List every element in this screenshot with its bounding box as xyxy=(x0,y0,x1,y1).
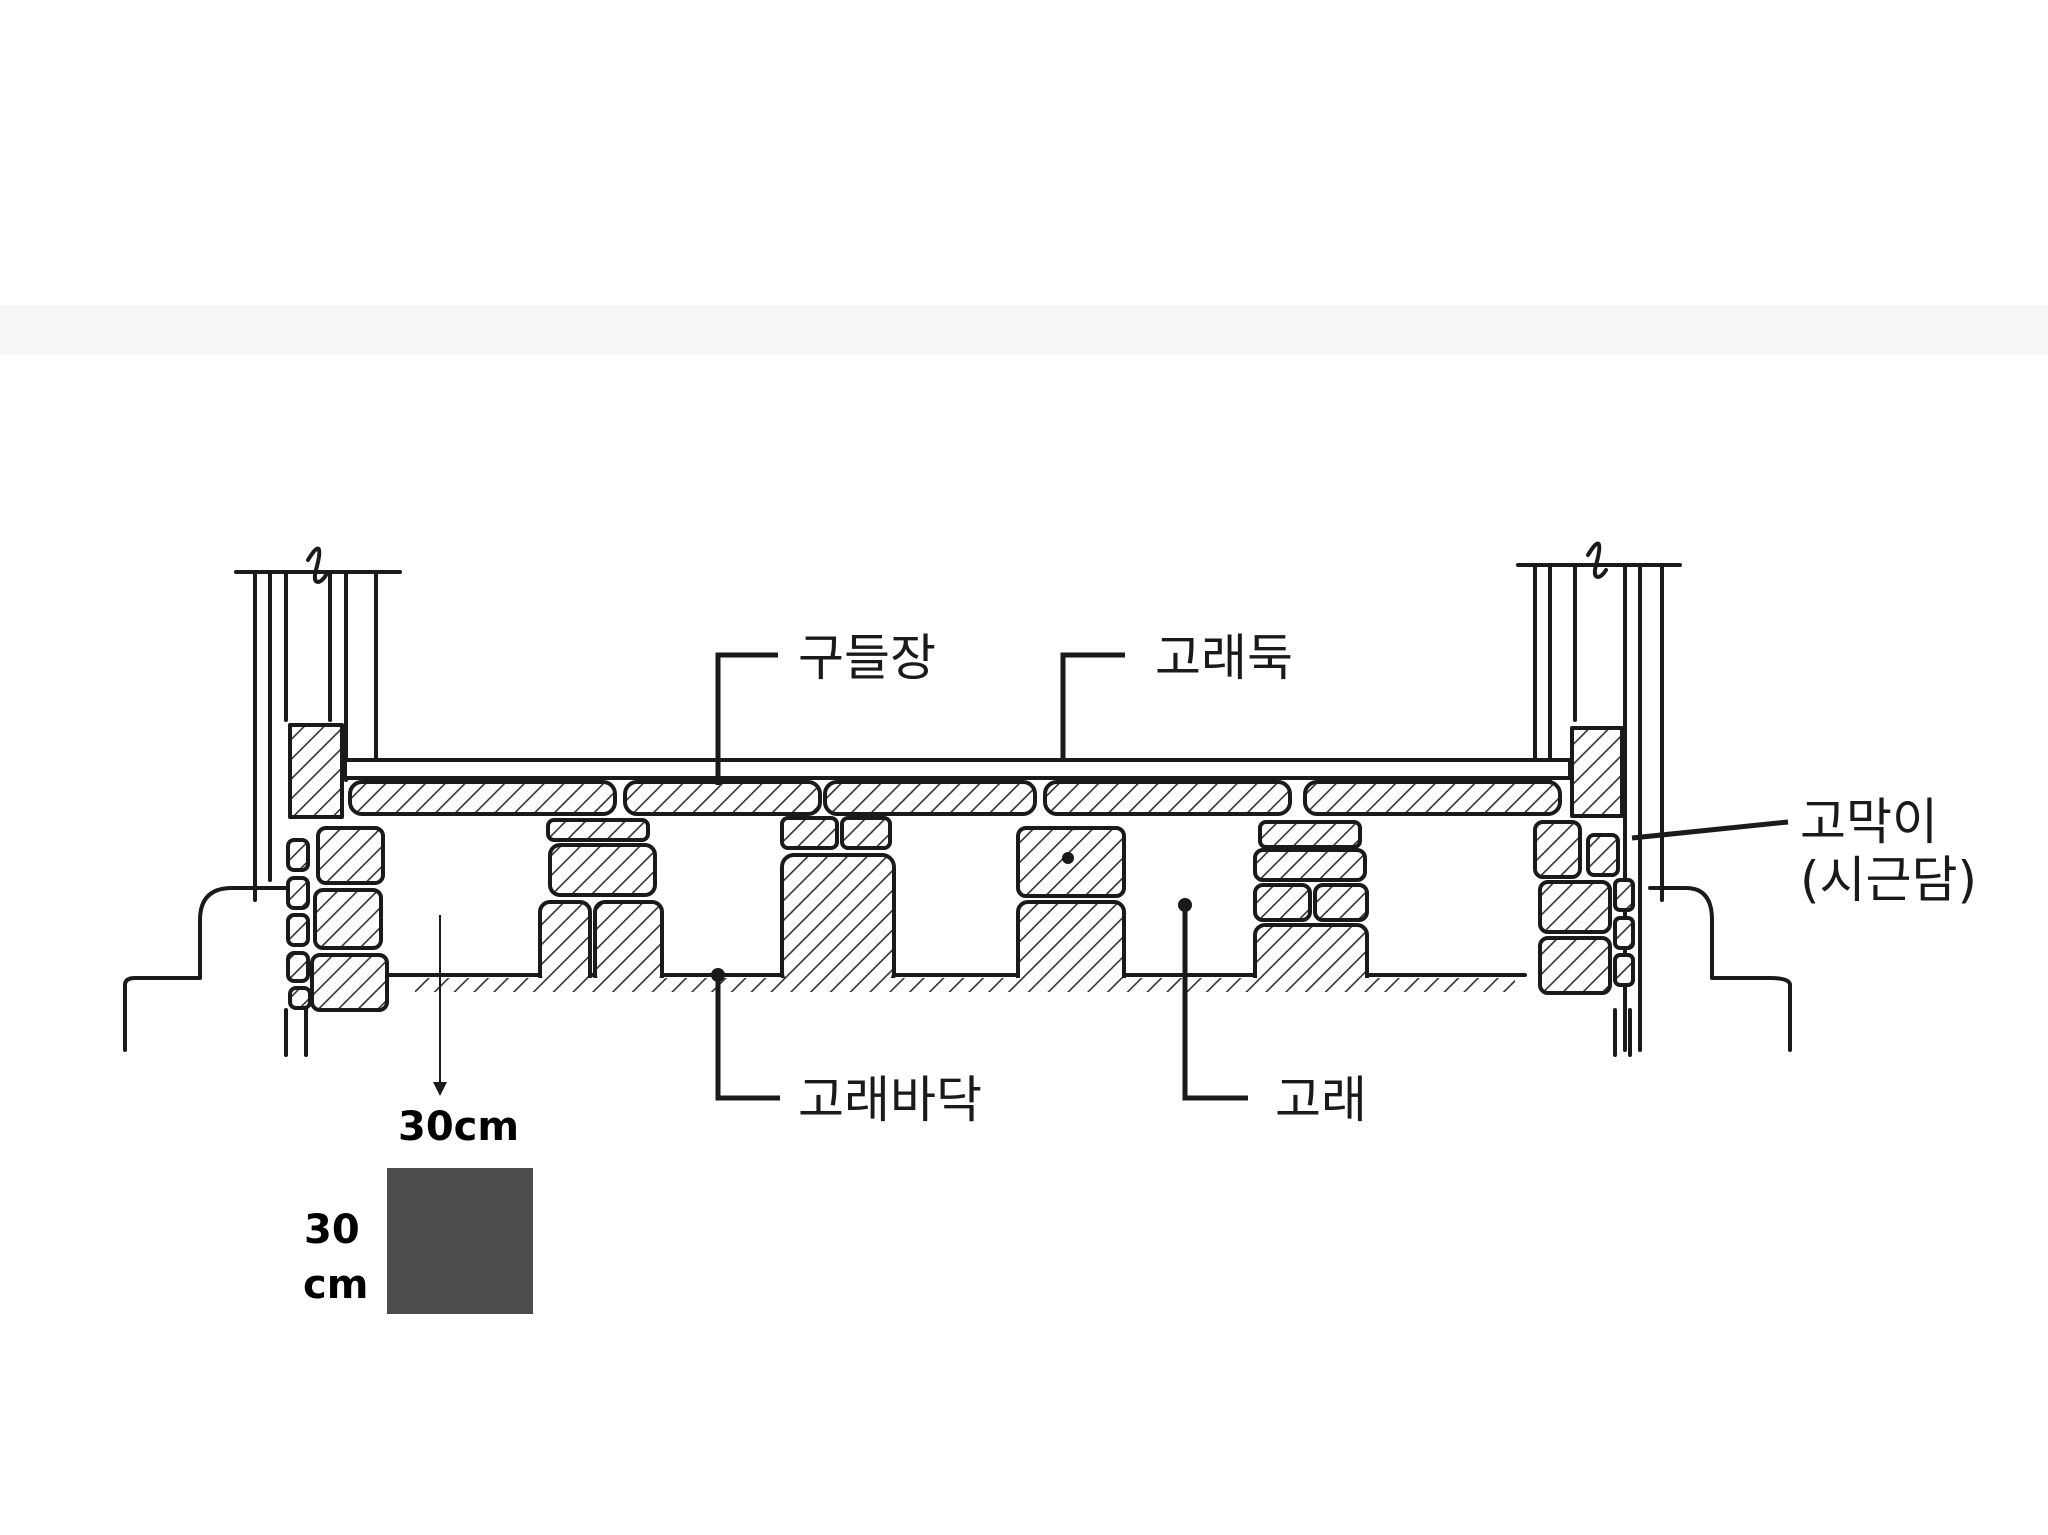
goraeduk-pier-1 xyxy=(538,818,664,987)
goraeduk-pier-3 xyxy=(1016,826,1126,992)
scale-box xyxy=(387,1168,533,1314)
right-gomagi-stones xyxy=(1533,820,1635,995)
goraeduk-pier-4 xyxy=(1253,820,1369,989)
leader-gudeuljang xyxy=(715,652,778,785)
label-gorae-badak: 고래바닥 xyxy=(798,1071,982,1129)
leader-dot-gorae xyxy=(1178,898,1192,912)
goraeduk-pier-2 xyxy=(780,816,896,987)
right-wall-cap xyxy=(1570,726,1624,818)
leader-gorae-badak xyxy=(715,975,780,1101)
scale-arrow-head xyxy=(433,1082,447,1096)
background-band xyxy=(0,305,2048,355)
label-goraeduk: 고래둑 xyxy=(1155,629,1293,687)
right-wall xyxy=(1516,541,1682,1057)
label-gorae: 고래 xyxy=(1275,1071,1367,1129)
leader-goraeduk xyxy=(1060,652,1125,760)
label-gudeuljang: 구들장 xyxy=(798,629,936,687)
gorae-floor-fill xyxy=(415,978,1515,992)
scale-vertical-label-2: cm xyxy=(303,1262,369,1308)
scale-horizontal-label: 30cm xyxy=(398,1104,520,1150)
label-sigeundam: (시근담) xyxy=(1800,851,1978,909)
ondol-top-strip xyxy=(343,758,1572,780)
scale-vertical-label-1: 30 xyxy=(304,1207,360,1253)
label-gomagi: 고막이 xyxy=(1800,793,1938,851)
left-wall-cap xyxy=(288,723,344,819)
left-gomagi-stones xyxy=(286,826,389,1012)
leader-gomagi xyxy=(1631,819,1789,841)
foundation-outline xyxy=(123,886,1792,1052)
leader-gorae xyxy=(1182,905,1248,1101)
leader-dot-gorae-badak xyxy=(711,968,725,982)
gudeuljang-slabs xyxy=(348,780,1562,816)
leader-dot-goraeduk xyxy=(1062,852,1074,864)
left-wall xyxy=(234,546,402,1057)
